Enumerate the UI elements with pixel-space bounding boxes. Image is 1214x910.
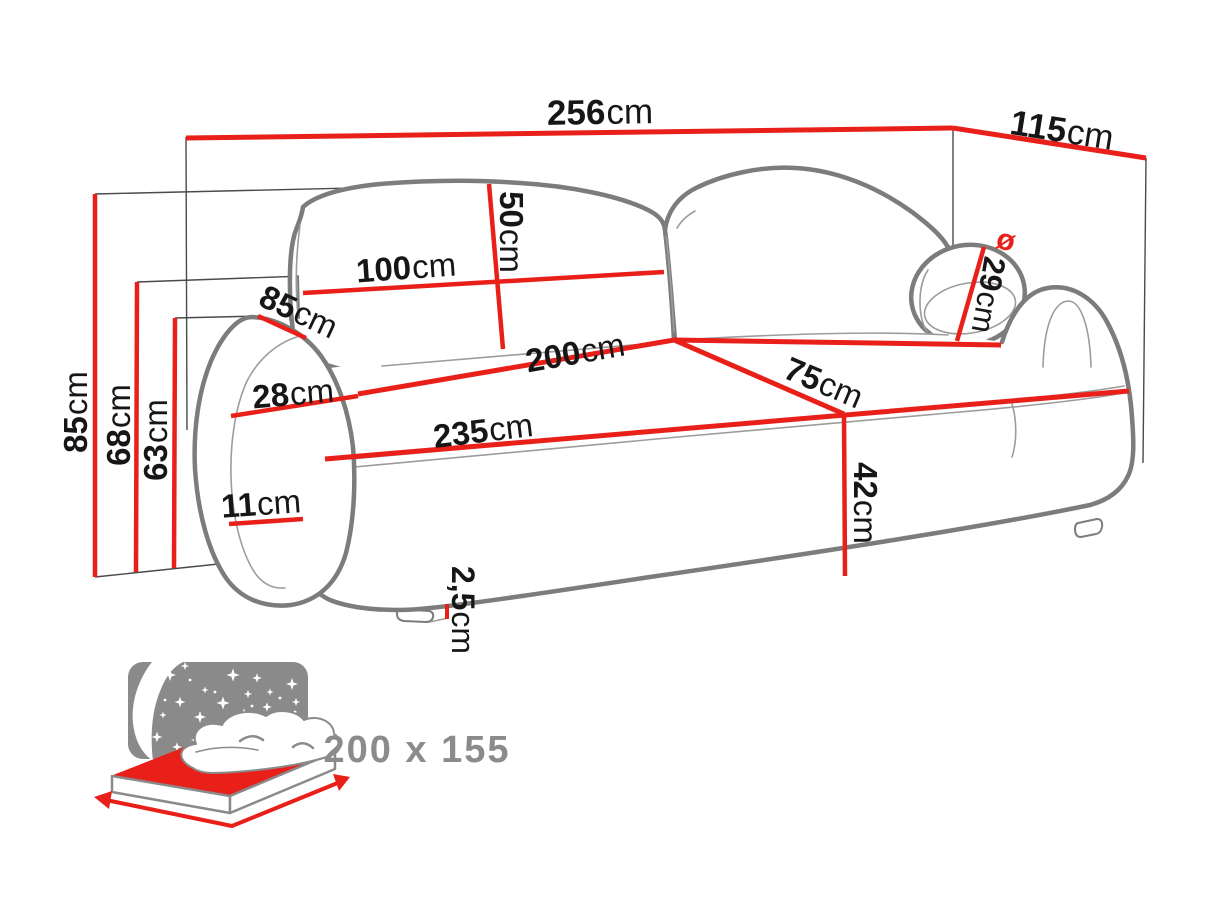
reference-box-lines [94, 127, 1147, 578]
bed-mattress-side-face [228, 750, 337, 815]
seat-back-edge-right [678, 332, 949, 341]
bed-arrow-lines [105, 780, 341, 829]
label-front-width: 235cm [431, 406, 535, 455]
back-cushion-right [662, 165, 956, 357]
label-armrest-width: 28cm [251, 371, 336, 415]
cushion-wrinkle-right [676, 210, 696, 229]
dimension-line-armrest-depth [257, 313, 307, 341]
bed-arrow-head-right [333, 774, 350, 791]
label-armrest-height: 68cm [100, 384, 137, 466]
dimension-line-seat-depth [673, 337, 845, 417]
dimension-line-overall-width [185, 125, 954, 141]
box-vertical-right [1142, 157, 1147, 464]
cushion-wrinkle-left [295, 224, 301, 316]
left-armrest-inner-line [230, 335, 301, 589]
label-overall-height: 85cm [57, 371, 94, 453]
seat-front-edge-lower [321, 391, 1129, 471]
dimension-line-seat-height [841, 413, 848, 577]
bed-size-arrows [94, 774, 350, 829]
label-backrest-top-height: 63cm [137, 399, 174, 481]
label-overall-width: 256cm [547, 92, 654, 133]
bed-pillow-lines [238, 735, 315, 750]
dimension-line-front-width [324, 388, 1130, 462]
armrest-arch-line [1042, 300, 1092, 368]
label-bolster-diameter-symbol: ø [993, 222, 1020, 259]
seat-corner-line [1011, 403, 1017, 458]
sleeping-function-icon: 200 x 155 [94, 661, 510, 829]
label-overall-depth: 115cm [1008, 103, 1117, 158]
back-frame-strip [288, 275, 300, 321]
cushion-gap-crease [665, 235, 675, 333]
label-back-cushion-height: 50cm [494, 191, 531, 273]
bed-fold-line [195, 746, 259, 753]
sleeping-area-size-label: 200 x 155 [323, 729, 510, 771]
dimension-line-overall-depth [952, 125, 1147, 161]
dimension-labels: 256cm 115cm 85cm 68cm 63cm 50cm 100cm 85… [57, 92, 1117, 654]
bolster-end-face [923, 281, 1017, 335]
label-back-cushion-width: 100cm [355, 245, 457, 289]
label-seat-height: 42cm [848, 462, 885, 544]
front-left-foot [396, 608, 435, 623]
dimension-line-armrest-width [230, 393, 359, 419]
label-armrest-front-height: 11cm [220, 482, 302, 524]
dimension-line-bolster-diameter [954, 246, 987, 342]
bed-duvet [180, 710, 342, 774]
dimension-line-armrest-height [133, 281, 140, 573]
front-right-foot [1074, 518, 1104, 538]
label-foot-height: 2,5cm [445, 566, 481, 654]
dimension-line-back-cushion-height [486, 183, 506, 350]
moon-crescent-icon [132, 662, 183, 761]
dimension-line-back-cushion-width [302, 269, 665, 296]
bed-arrow-head-left [94, 791, 112, 809]
bolster-side-arc [919, 269, 929, 333]
left-armrest [192, 314, 357, 608]
label-bolster-diameter: 29cm [965, 254, 1013, 336]
dimension-line-backrest-top-height [171, 317, 178, 569]
height-68-cap-line [136, 275, 305, 283]
sofa-drawing [192, 165, 1136, 623]
box-vertical-left [185, 136, 188, 431]
dimension-lines [92, 125, 1147, 619]
dimension-line-armrest-front-height [228, 516, 304, 527]
label-seat-width: 200cm [523, 325, 628, 379]
